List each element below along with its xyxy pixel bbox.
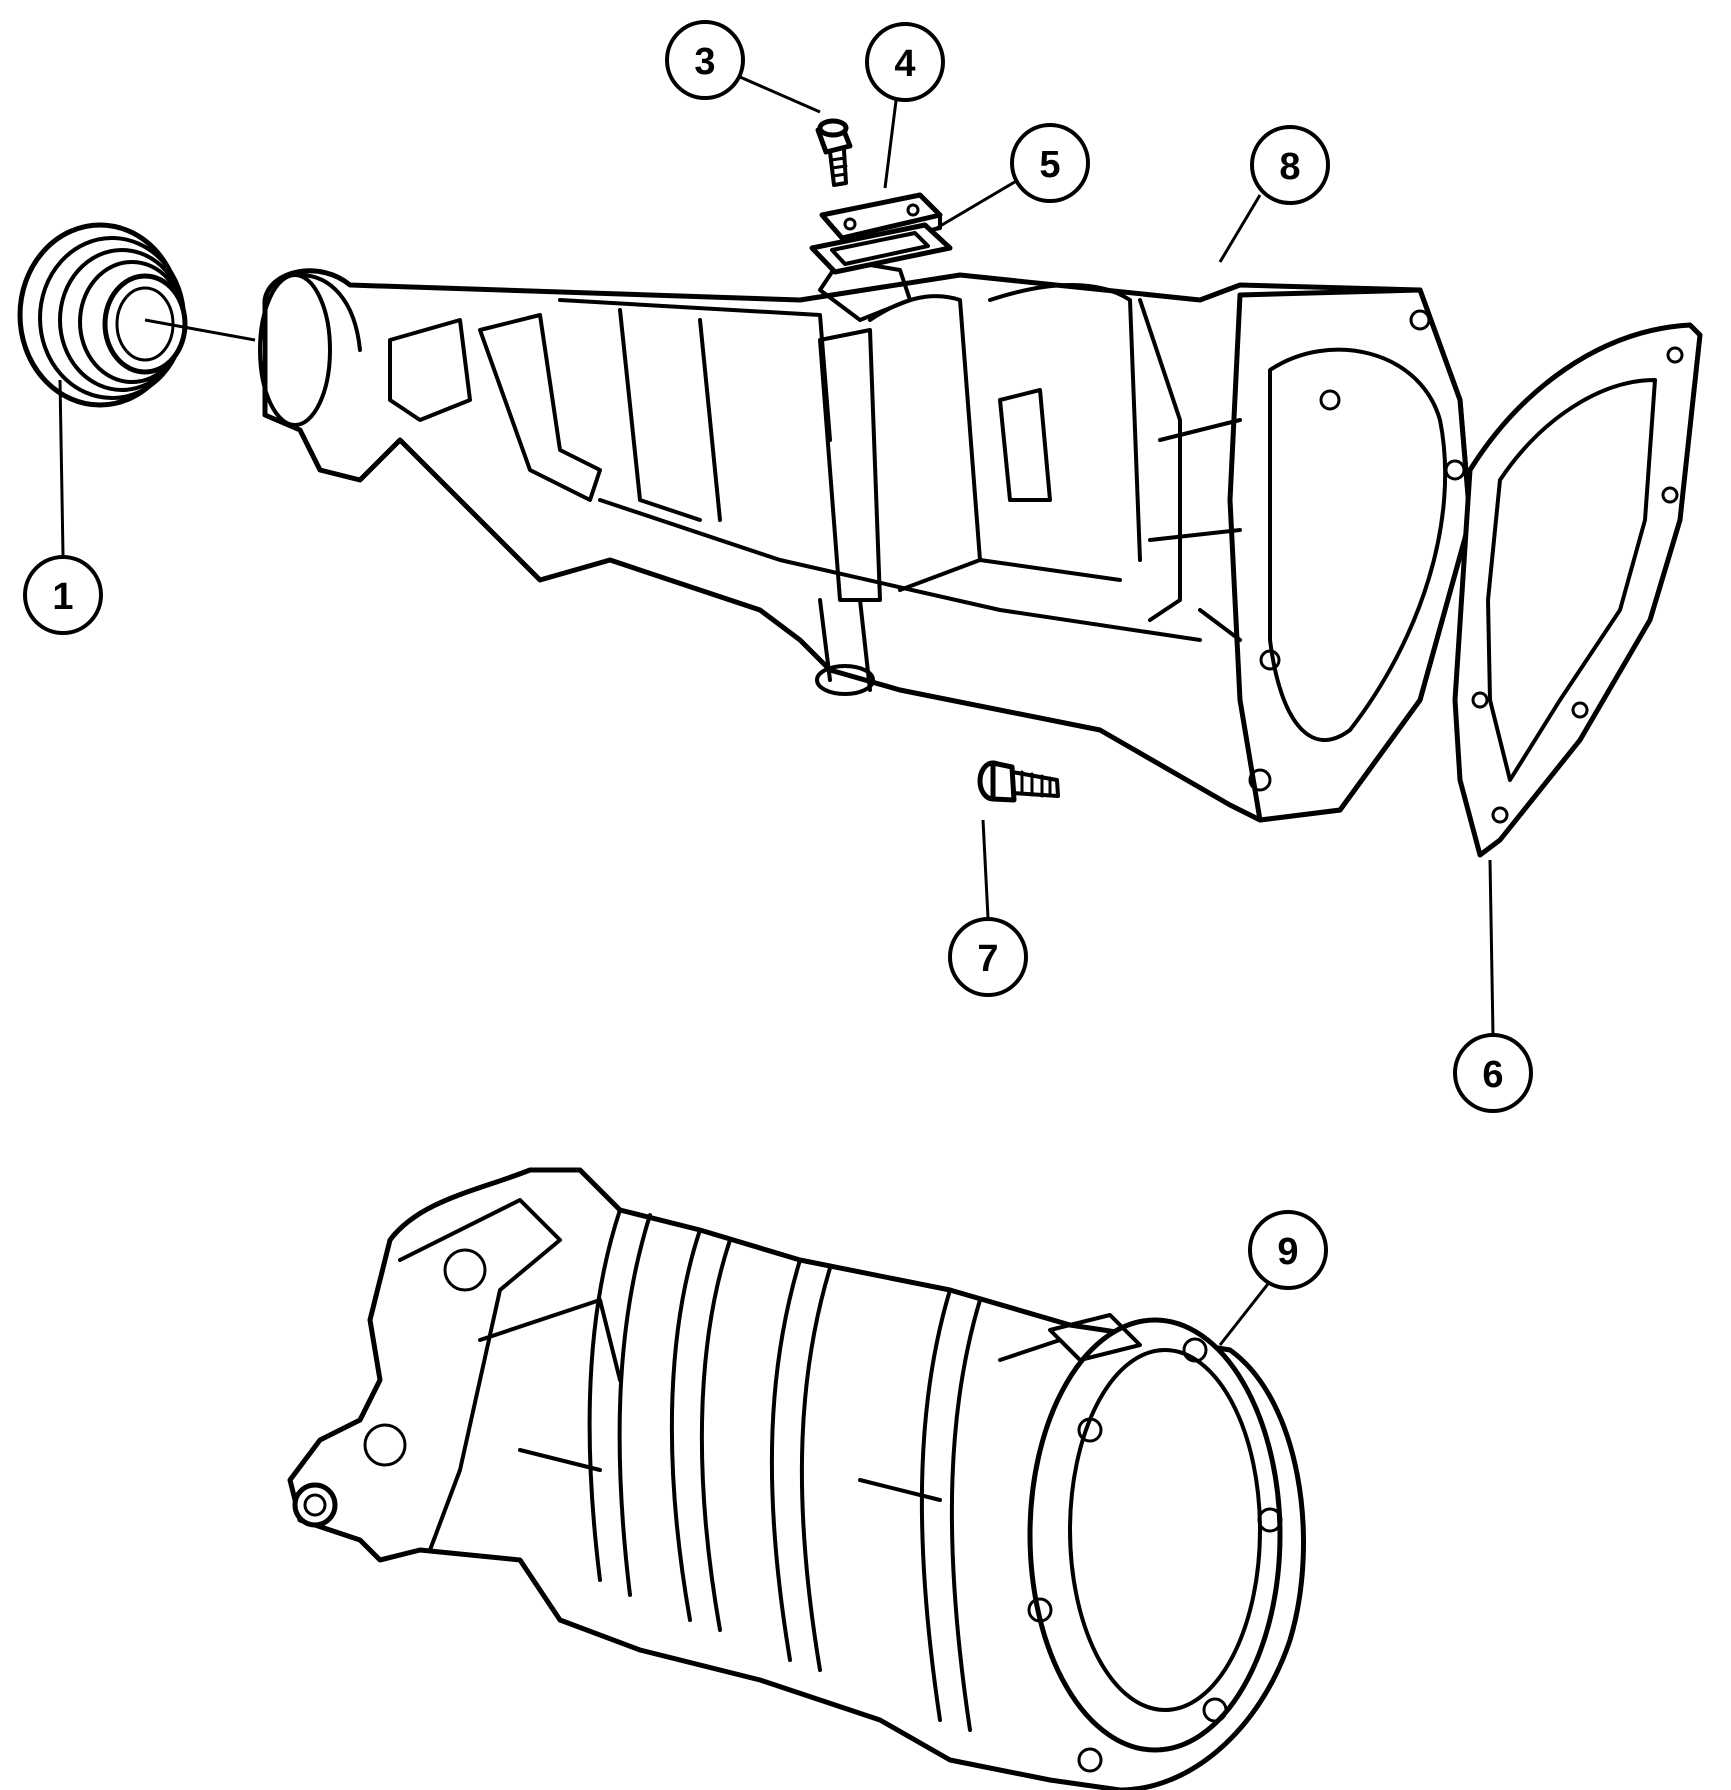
callout-label-9: 9 xyxy=(1277,1231,1298,1273)
adapter-housing-part-9 xyxy=(287,1167,1306,1790)
callout-label-3: 3 xyxy=(694,41,715,83)
leader-3 xyxy=(739,75,821,114)
callout-label-6: 6 xyxy=(1482,1054,1503,1096)
callout-6: 6 xyxy=(1453,1033,1533,1113)
gasket-part-6 xyxy=(1452,322,1703,858)
bolt-part-7 xyxy=(977,760,1060,803)
callout-1: 1 xyxy=(23,555,103,635)
leader-9 xyxy=(1218,1274,1277,1346)
leader-7 xyxy=(981,819,990,919)
bolt-part-3 xyxy=(815,118,853,187)
leader-1 xyxy=(144,318,256,342)
callout-8: 8 xyxy=(1250,125,1330,205)
callout-9: 9 xyxy=(1248,1210,1328,1290)
callout-label-7: 7 xyxy=(977,938,998,980)
leader-4 xyxy=(883,92,899,189)
callout-3: 3 xyxy=(665,20,745,100)
callout-label-5: 5 xyxy=(1039,144,1060,186)
gasket-part-5 xyxy=(809,222,953,275)
leader-5 xyxy=(929,178,1019,234)
callout-label-8: 8 xyxy=(1279,146,1300,188)
callout-4: 4 xyxy=(865,22,945,102)
callout-label-1: 1 xyxy=(52,576,73,618)
extension-housing-part-8 xyxy=(258,258,1473,823)
callout-label-4: 4 xyxy=(894,43,915,85)
leader-8 xyxy=(1218,194,1262,263)
callout-5: 5 xyxy=(1010,123,1090,203)
leader-6 xyxy=(1488,859,1495,1036)
callout-7: 7 xyxy=(948,917,1028,997)
leader-lines xyxy=(58,75,1495,1346)
leader-1-down xyxy=(58,379,65,556)
seal-part-1 xyxy=(17,222,188,408)
